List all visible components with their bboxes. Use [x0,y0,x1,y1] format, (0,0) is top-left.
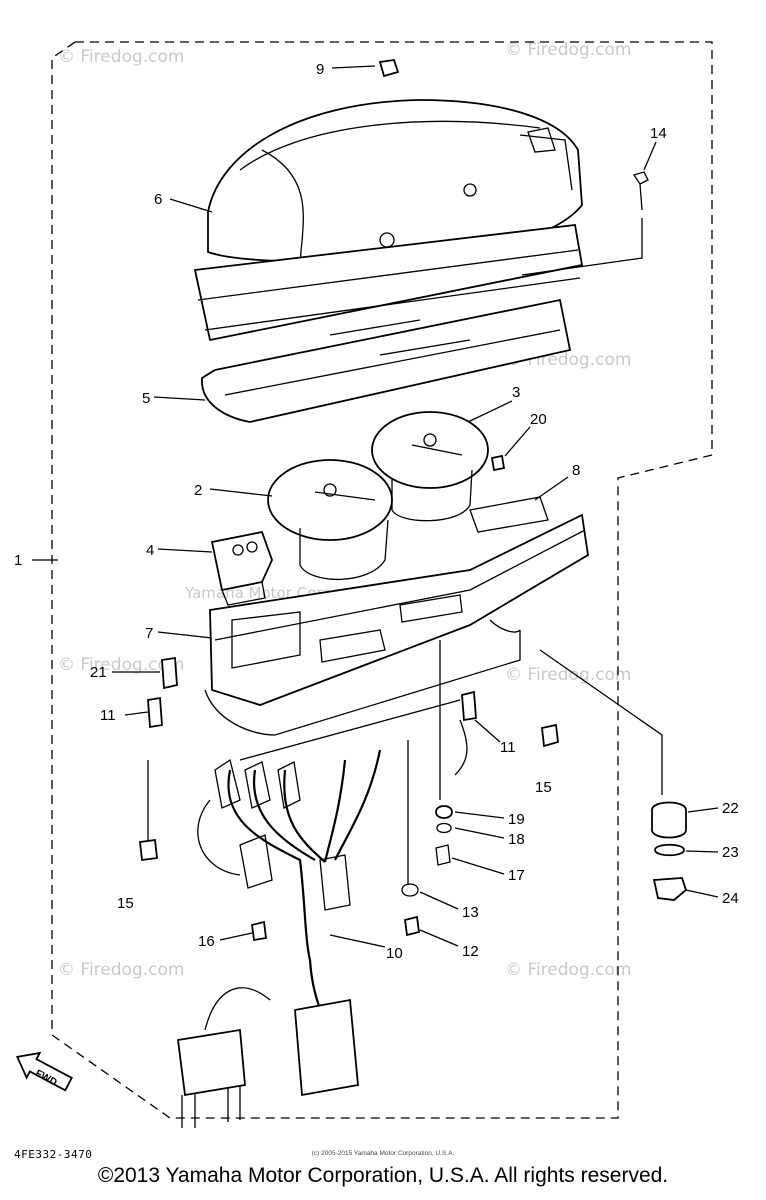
wire-harness [176,719,468,1128]
callout-18: 18 [508,831,525,848]
gauge-right [371,411,489,522]
part-13-washer [401,883,419,897]
callout-3: 3 [512,384,520,401]
assembly-boundary [51,41,713,1119]
callout-11-right: 11 [500,739,516,756]
part-9-grommet [378,59,400,78]
part-11-bulb-left [147,696,163,729]
callout-20: 20 [530,411,547,428]
part-12-screw [404,915,420,937]
part-15-screw-right [541,723,559,748]
callout-16: 16 [198,933,215,950]
callout-19: 19 [508,811,525,828]
callout-2: 2 [194,482,202,499]
callout-15-right: 15 [535,779,552,796]
part-24-nut [652,877,688,901]
callout-8: 8 [572,462,580,479]
callout-6: 6 [154,191,162,208]
fwd-arrow: FWD [15,1051,73,1092]
part-23-collar [654,843,685,857]
callout-11-left: 11 [100,707,116,724]
part-14-screw [632,171,649,211]
callout-9: 9 [316,61,324,78]
watermark-bottom-right: © Firedog.com [505,960,631,980]
watermark-top-right: © Firedog.com [505,40,631,60]
callout-21: 21 [90,664,107,681]
watermark-lower-right: © Firedog.com [505,665,631,685]
callout-12: 12 [462,943,479,960]
callout-23: 23 [722,844,739,861]
part-22-damper [651,801,687,839]
callout-1: 1 [14,552,22,569]
indicator-unit [210,530,273,606]
meter-lower-case [204,496,589,761]
watermark-lower-left: © Firedog.com [58,655,184,675]
footer-copyright: ©2013 Yamaha Motor Corporation, U.S.A. A… [97,1164,669,1187]
callout-10: 10 [386,945,403,962]
gauge-left [267,459,393,581]
part-code: 4FE332-3470 [14,1148,92,1161]
small-copyright: (c) 2005-2015 Yamaha Motor Corporation, … [312,1150,455,1157]
part-15-screw-left [139,838,158,862]
callout-4: 4 [146,542,154,559]
watermark-top-left: © Firedog.com [58,47,184,67]
callout-22: 22 [722,800,739,817]
leader-lines [32,65,719,948]
callout-7: 7 [145,625,153,642]
part-11-bulb-right [461,690,477,722]
callout-5: 5 [142,390,150,407]
part-17-screw [435,844,451,866]
meter-case [193,224,584,423]
part-21-bulb [161,656,178,690]
part-20-screw [490,454,506,472]
callout-17: 17 [508,867,525,884]
callout-24: 24 [722,890,739,907]
part-16-screw [251,920,268,942]
fasteners [139,59,688,942]
callout-15-left: 15 [117,895,134,912]
callout-14: 14 [650,125,667,142]
part-19-washer [435,805,453,819]
callouts: 1 2 3 4 5 6 7 8 9 10 11 11 12 13 14 15 1… [14,61,739,962]
watermark-bottom-left: © Firedog.com [58,960,184,980]
callout-13: 13 [462,904,479,921]
part-18-washer [436,822,452,834]
